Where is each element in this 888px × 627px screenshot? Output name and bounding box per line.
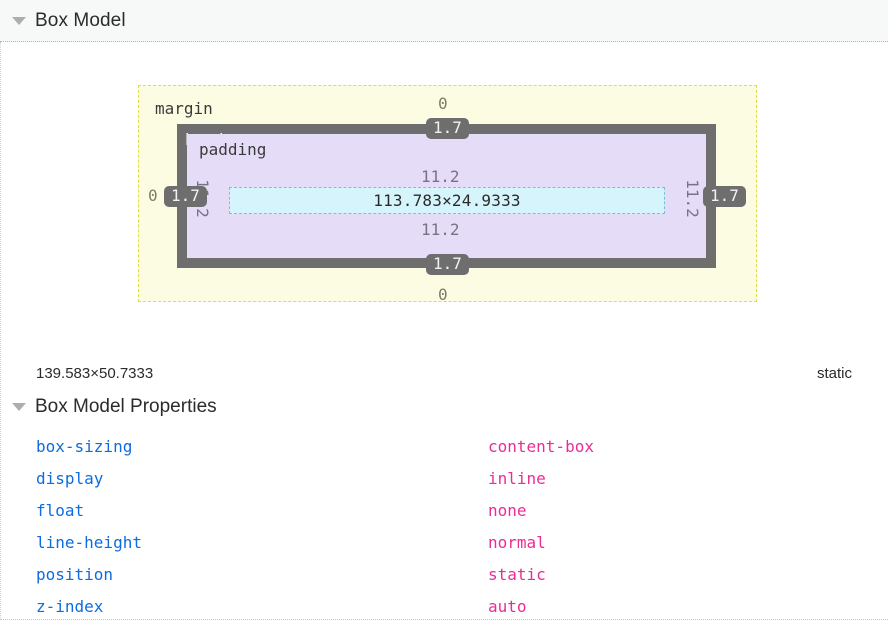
- panel-left-rule: [0, 42, 1, 620]
- property-value[interactable]: none: [488, 500, 527, 520]
- border-right-value[interactable]: 1.7: [703, 186, 746, 207]
- box-model-diagram: margin 0 0 0 0 border padding 11.2 11.2 …: [0, 42, 888, 342]
- box-model-header[interactable]: Box Model: [0, 0, 888, 42]
- property-name[interactable]: position: [36, 564, 114, 584]
- content-size-label: 113.783×24.9333: [373, 191, 521, 210]
- box-model-properties-header[interactable]: Box Model Properties: [12, 396, 217, 418]
- property-value[interactable]: auto: [488, 596, 527, 616]
- border-box[interactable]: border padding 11.2 11.2 11.2 11.2 113.7…: [177, 124, 716, 268]
- padding-bottom-value[interactable]: 11.2: [421, 220, 460, 239]
- margin-bottom-value[interactable]: 0: [438, 285, 448, 304]
- total-size-label: 139.583×50.7333: [36, 364, 154, 382]
- triangle-down-icon[interactable]: [12, 403, 26, 411]
- table-row[interactable]: position static: [36, 558, 852, 590]
- margin-left-value[interactable]: 0: [148, 186, 158, 205]
- margin-box[interactable]: margin 0 0 0 0 border padding 11.2 11.2 …: [138, 85, 757, 304]
- position-mode-label: static: [816, 364, 852, 382]
- property-name[interactable]: float: [36, 500, 85, 520]
- padding-region-label: padding: [199, 140, 267, 159]
- table-row[interactable]: z-index auto: [36, 590, 852, 622]
- page-title: Box Model: [35, 9, 126, 31]
- table-row[interactable]: line-height normal: [36, 526, 852, 558]
- margin-region-label: margin: [155, 99, 213, 118]
- margin-top-value[interactable]: 0: [438, 94, 448, 113]
- padding-right-value[interactable]: 11.2: [682, 179, 702, 218]
- property-name[interactable]: display: [36, 468, 104, 488]
- property-value[interactable]: inline: [488, 468, 546, 488]
- property-name[interactable]: line-height: [36, 532, 142, 552]
- triangle-down-icon[interactable]: [12, 16, 26, 25]
- properties-title: Box Model Properties: [35, 396, 217, 417]
- property-value[interactable]: content-box: [488, 436, 594, 456]
- panel-bottom-rule: [0, 619, 888, 620]
- border-left-value[interactable]: 1.7: [164, 186, 207, 207]
- border-top-value[interactable]: 1.7: [426, 118, 469, 139]
- property-value[interactable]: static: [488, 564, 546, 584]
- table-row[interactable]: display inline: [36, 462, 852, 494]
- table-row[interactable]: box-sizing content-box: [36, 430, 852, 462]
- summary-row: 139.583×50.7333 static: [0, 358, 888, 388]
- border-bottom-value[interactable]: 1.7: [426, 254, 469, 275]
- table-row[interactable]: float none: [36, 494, 852, 526]
- box-model-properties-list: box-sizing content-box display inline fl…: [0, 430, 888, 622]
- property-name[interactable]: z-index: [36, 596, 104, 616]
- property-name[interactable]: box-sizing: [36, 436, 133, 456]
- padding-box[interactable]: padding 11.2 11.2 11.2 11.2 113.783×24.9…: [187, 134, 706, 258]
- padding-top-value[interactable]: 11.2: [421, 167, 460, 186]
- property-value[interactable]: normal: [488, 532, 546, 552]
- content-box[interactable]: 113.783×24.9333: [229, 187, 665, 214]
